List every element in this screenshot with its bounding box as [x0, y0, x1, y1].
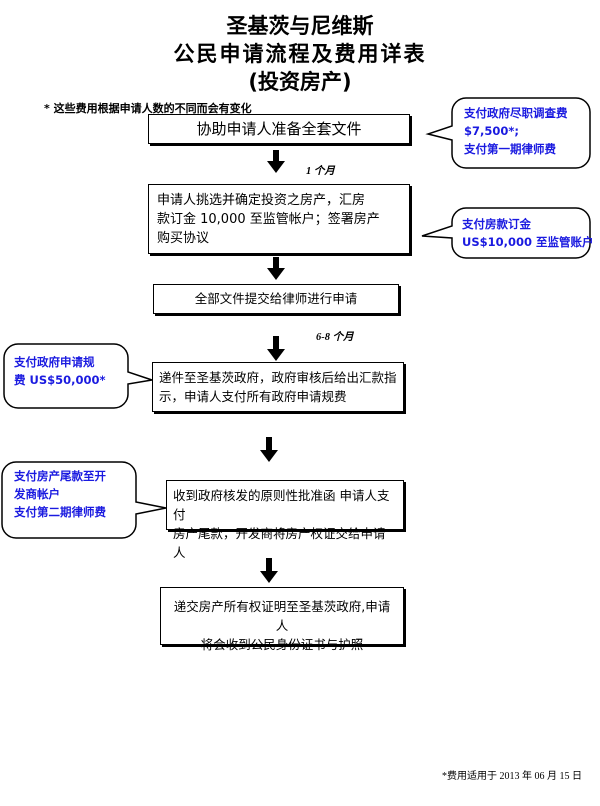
arrow-5: [260, 558, 278, 583]
arrow-3: [267, 336, 285, 361]
step-2-line-2: 款订金 10,000 至监管帐户；签署房产: [157, 212, 380, 227]
timing-label-1: 1 个月: [306, 166, 335, 177]
callout-1-text: 支付政府尽职调查费 $7,500*; 支付第一期律师费: [464, 104, 568, 158]
step-6-box: 递交房产所有权证明至圣基茨政府,申请人 将会收到公民身份证书与护照: [160, 587, 404, 652]
title-line-3: (投资房产): [248, 70, 352, 94]
callout-bubble-2: [421, 207, 591, 259]
arrow-4: [260, 437, 278, 462]
step-5-line-1: 收到政府核发的原则性批准函 申请人支付: [173, 488, 390, 522]
title-line-1: 圣基茨与尼维斯: [226, 14, 374, 38]
step-4-line-2: 示，申请人支付所有政府申请规费: [159, 389, 347, 404]
step-5-box: 收到政府核发的原则性批准函 申请人支付 房产尾款，开发商将房产权证交给申请人: [166, 480, 404, 560]
callout-4-text: 支付房产尾款至开 发商帐户 支付第二期律师费: [14, 467, 106, 521]
step-6-line-2: 将会收到公民身份证书与护照: [200, 637, 364, 652]
callout-1-line-1: 支付政府尽职调查费: [464, 106, 568, 120]
fee-note: * 这些费用根据申请人数的不同而会有变化: [44, 102, 252, 115]
callout-2-line-1: 支付房款订金: [462, 217, 531, 231]
step-3-text: 全部文件提交给律师进行申请: [194, 291, 358, 306]
callout-3-line-1: 支付政府申请规: [14, 355, 95, 369]
callout-2-line-2: US$10,000 至监管账户: [462, 235, 594, 249]
arrow-1: [267, 150, 285, 173]
step-3-box: 全部文件提交给律师进行申请: [153, 284, 399, 314]
timing-label-2: 6-8 个月: [316, 332, 354, 343]
step-2-line-3: 购买协议: [157, 231, 210, 246]
step-4-box: 递件至圣基茨政府，政府审核后给出汇款指 示，申请人支付所有政府申请规费: [152, 362, 404, 412]
step-1-box: 协助申请人准备全套文件: [148, 114, 410, 144]
callout-4-line-1: 支付房产尾款至开: [14, 469, 106, 483]
callout-4-line-2: 发商帐户: [14, 487, 60, 501]
callout-4-line-3: 支付第二期律师费: [14, 505, 106, 519]
arrow-2: [267, 257, 285, 280]
title-line-2: 公民申请流程及费用详表: [173, 42, 427, 66]
callout-bubble-4: [1, 461, 167, 539]
callout-2-text: 支付房款订金 US$10,000 至监管账户: [462, 215, 594, 251]
callout-bubble-3: [3, 343, 153, 409]
step-2-line-1: 申请人挑选并确定投资之房产，汇房: [157, 193, 366, 208]
step-4-line-1: 递件至圣基茨政府，政府审核后给出汇款指: [159, 370, 397, 385]
footer-date-note: *费用适用于 2013 年 06 月 15 日: [442, 771, 582, 782]
step-2-box: 申请人挑选并确定投资之房产，汇房 款订金 10,000 至监管帐户；签署房产 购…: [148, 184, 410, 254]
callout-bubble-1: [425, 97, 591, 169]
callout-3-line-2: 费 US$50,000*: [14, 373, 106, 387]
flow-arrows: [260, 150, 285, 583]
callout-1-line-3: 支付第一期律师费: [464, 142, 556, 156]
callout-3-text: 支付政府申请规 费 US$50,000*: [14, 353, 106, 389]
step-5-line-2: 房产尾款，开发商将房产权证交给申请人: [173, 526, 386, 560]
step-1-text: 协助申请人准备全套文件: [196, 120, 362, 138]
callout-1-line-2: $7,500*;: [464, 124, 519, 138]
step-6-line-1: 递交房产所有权证明至圣基茨政府,申请人: [173, 599, 391, 633]
